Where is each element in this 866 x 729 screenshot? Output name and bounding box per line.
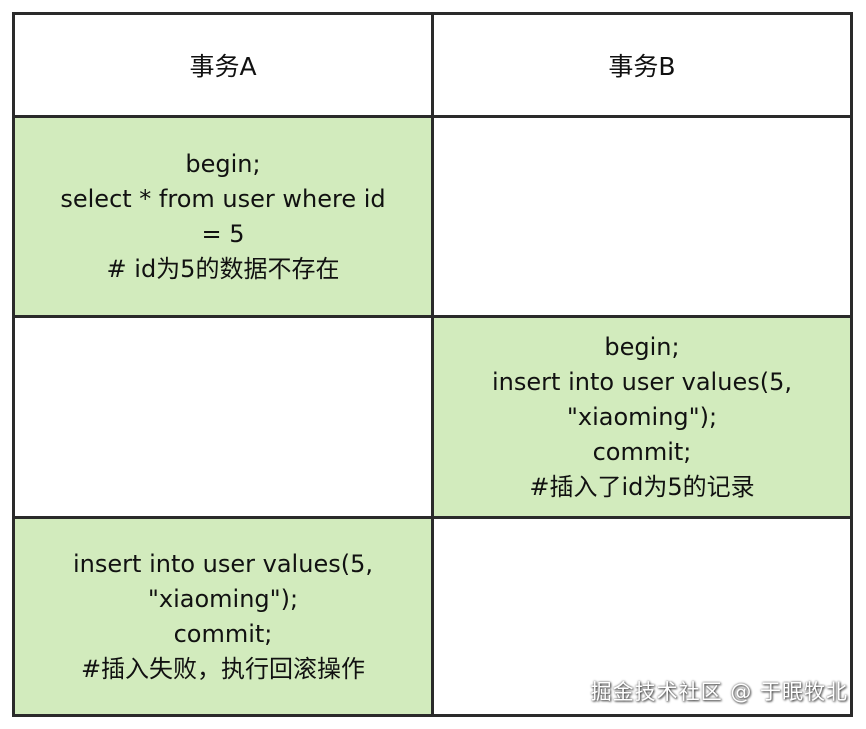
row1-transaction-b bbox=[431, 115, 853, 318]
row1-transaction-a: begin; select * from user where id = 5 #… bbox=[12, 115, 434, 318]
header-transaction-b-label: 事务B bbox=[608, 52, 676, 81]
row1-transaction-a-text: begin; select * from user where id = 5 #… bbox=[60, 149, 386, 283]
row2-transaction-b: begin; insert into user values(5, "xiaom… bbox=[431, 315, 853, 519]
header-transaction-a-label: 事务A bbox=[189, 52, 257, 81]
row2-transaction-b-text: begin; insert into user values(5, "xiaom… bbox=[492, 332, 792, 501]
row3-transaction-b bbox=[431, 516, 853, 717]
header-transaction-a: 事务A bbox=[12, 12, 434, 118]
row2-transaction-a bbox=[12, 315, 434, 519]
row3-transaction-a-text: insert into user values(5, "xiaoming"); … bbox=[73, 549, 373, 683]
watermark: 掘金技术社区 @ 于眠牧北 bbox=[590, 680, 848, 704]
header-transaction-b: 事务B bbox=[431, 12, 853, 118]
row3-transaction-a: insert into user values(5, "xiaoming"); … bbox=[12, 516, 434, 717]
